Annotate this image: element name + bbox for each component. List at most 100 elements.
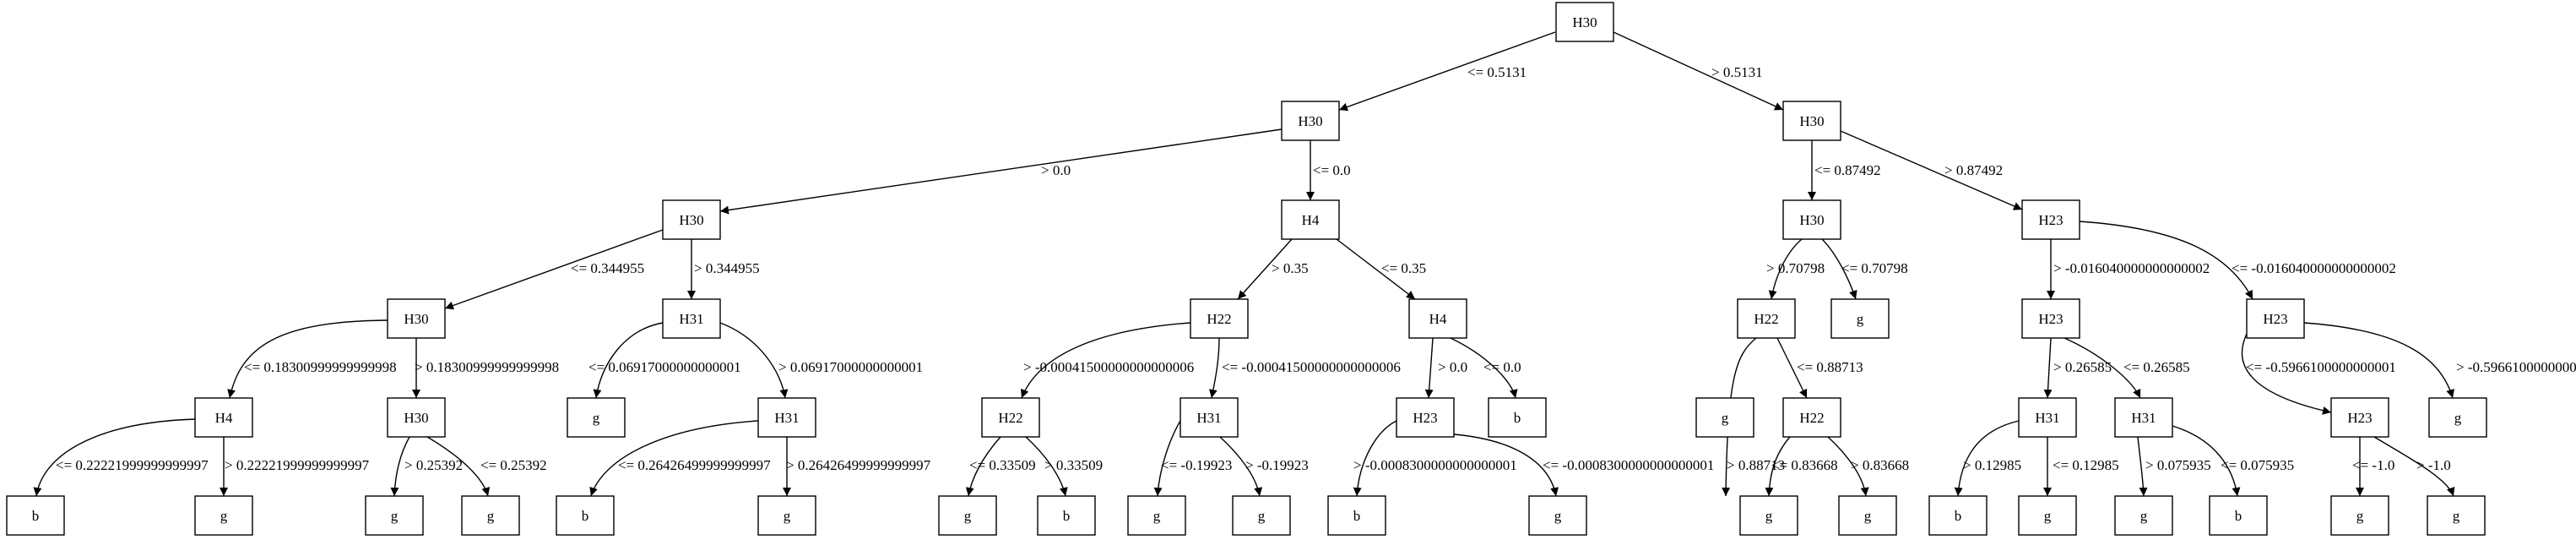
tree-edge: <= 0.25392 (426, 436, 547, 497)
node-label: H4 (215, 410, 233, 426)
leaf-node-g: g (938, 495, 997, 536)
leaf-node-b: b (1488, 397, 1547, 438)
edge-arrow (2137, 436, 2148, 497)
split-node-h30: H30 (1555, 2, 1614, 42)
edge-arrow (1768, 238, 1803, 300)
edge-arrow (1827, 436, 1869, 497)
node-box (2021, 199, 2080, 240)
node-box (2427, 495, 2486, 536)
node-label: g (220, 508, 228, 524)
edge-condition-label: > 0.22221999999999997 (225, 457, 370, 473)
node-label: H31 (2131, 410, 2156, 426)
leaf-node-b: b (1928, 495, 1988, 536)
split-node-h23: H23 (2330, 397, 2389, 438)
node-box (1190, 298, 1249, 339)
split-node-h31: H31 (2114, 397, 2173, 438)
tree-edge: <= 0.83668 (1765, 436, 1838, 497)
tree-edge: <= 0.22221999999999997 (33, 418, 209, 497)
edge-condition-label: > 0.70798 (1766, 260, 1825, 276)
leaf-node-b: b (6, 495, 65, 536)
node-label: b (1955, 508, 1962, 524)
tree-edge: > 0.5131 (1613, 31, 1784, 111)
node-box (662, 298, 721, 339)
split-node-h23: H23 (2021, 199, 2080, 240)
node-label: g (1864, 508, 1872, 524)
leaf-node-g: g (1739, 495, 1798, 536)
edge-condition-label: > 0.5131 (1711, 64, 1763, 80)
edge-arrow (593, 322, 664, 399)
tree-edge: > 0.25392 (390, 436, 463, 497)
tree-edge: > 0.0 (1424, 337, 1467, 399)
edge-arrow (1025, 436, 1068, 497)
node-label: H30 (1298, 113, 1322, 129)
node-box (1782, 397, 1841, 438)
leaf-node-g: g (1838, 495, 1897, 536)
edge-condition-label: <= -0.016040000000000002 (2232, 260, 2396, 276)
tree-edge: > -0.016040000000000002 (2047, 239, 2210, 299)
split-node-h22: H22 (1782, 397, 1841, 438)
tree-edge: > 0.70798 (1766, 238, 1825, 300)
edge-arrow (1208, 337, 1220, 399)
tree-edge: > 0.26426499999999997 (783, 437, 931, 496)
tree-edge: > 0.344955 (687, 239, 760, 299)
edge-condition-label: <= 0.22221999999999997 (56, 457, 209, 473)
edge-condition-label: <= 0.5131 (1467, 64, 1527, 80)
edge-condition-label: <= 0.33509 (969, 457, 1036, 473)
node-label: g (2356, 508, 2364, 524)
leaf-node-b: b (556, 495, 615, 536)
split-node-h30: H30 (387, 298, 446, 339)
edge-arrow (1840, 130, 2023, 210)
tree-edge: > -1.0 (2373, 436, 2455, 497)
edge-arrow (1424, 337, 1434, 399)
node-label: H22 (1207, 311, 1231, 327)
node-box (1555, 2, 1614, 42)
edge-arrow (1336, 238, 1416, 300)
edge-condition-label: > 0.26426499999999997 (786, 457, 931, 473)
node-label: H23 (2038, 212, 2063, 228)
tree-edge: > 0.35 (1237, 238, 1309, 300)
node-label: g (1258, 508, 1266, 524)
edge-arrow (1153, 420, 1181, 497)
split-node-h4: H4 (1408, 298, 1467, 339)
node-label: g (1554, 508, 1562, 524)
node-box (1037, 495, 1096, 536)
edge-condition-label: > 0.0 (1041, 162, 1071, 178)
tree-edge: > 0.075935 (2137, 436, 2211, 497)
leaf-node-b: b (1327, 495, 1386, 536)
tree-edge: <= 0.33509 (965, 436, 1036, 497)
split-node-h30: H30 (662, 199, 721, 240)
leaf-node-b: b (2209, 495, 2268, 536)
tree-edge: <= 0.88713 (1776, 337, 1863, 399)
node-box (567, 397, 626, 438)
edge-arrow (444, 229, 664, 310)
node-label: H23 (1413, 410, 1437, 426)
tree-edge: <= -0.00041500000000000006 (1208, 337, 1401, 399)
edge-condition-label: > 0.18300999999999998 (415, 359, 559, 375)
edge-arrow (1353, 420, 1397, 497)
edge-condition-label: <= 0.06917000000000001 (588, 359, 741, 375)
edge-condition-label: > 0.33509 (1044, 457, 1103, 473)
node-label: b (1353, 508, 1361, 524)
tree-edge: <= 0.075935 (2172, 425, 2294, 497)
node-box (1782, 199, 1841, 240)
node-box (938, 495, 997, 536)
tree-edge: <= 0.344955 (444, 229, 664, 310)
tree-edge: <= 0.0 (1450, 337, 1521, 399)
split-node-h22: H22 (981, 397, 1040, 438)
edge-arrow (1338, 31, 1556, 112)
node-box (662, 199, 721, 240)
tree-edge: <= 0.06917000000000001 (588, 322, 741, 399)
edge-arrow (1776, 337, 1808, 399)
node-label: g (2044, 508, 2052, 524)
tree-edge: <= 0.5131 (1338, 31, 1556, 112)
node-box (387, 298, 446, 339)
edge-arrow (2373, 436, 2455, 497)
node-box (1739, 495, 1798, 536)
node-box (1830, 298, 1890, 339)
edge-condition-label: > -0.19923 (1245, 457, 1309, 473)
edge-condition-label: > -0.5966100000000001 (2456, 359, 2576, 375)
edge-arrow (227, 319, 388, 399)
split-node-h30: H30 (1782, 101, 1841, 141)
node-label: H23 (2263, 311, 2287, 327)
